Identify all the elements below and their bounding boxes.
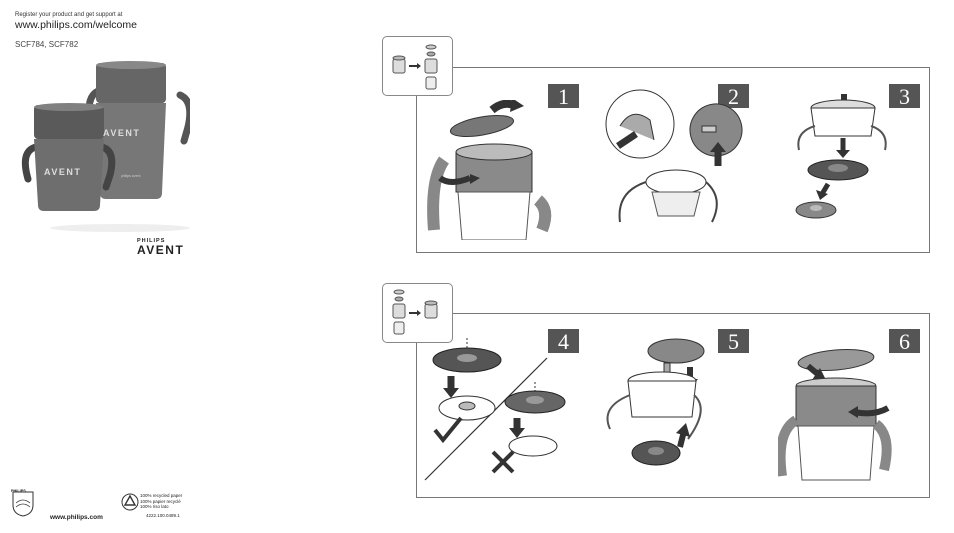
- brand-avent: AVENT: [137, 243, 185, 257]
- step-2-illustration: [605, 89, 743, 223]
- recycle-line: 100% riso lato: [140, 504, 169, 509]
- cup-logo-front: AVENT: [44, 167, 82, 177]
- brand-philips: PHILIPS: [137, 238, 166, 244]
- check-icon: [433, 416, 463, 444]
- recycle-icon: [121, 493, 139, 511]
- shield-philips-label: PHILIPS: [11, 489, 26, 493]
- step-number-4: 4: [548, 329, 579, 354]
- disassembly-diagram-icon: [392, 44, 438, 90]
- product-cups-image: [21, 61, 190, 232]
- welcome-url[interactable]: www.philips.com/welcome: [15, 19, 137, 31]
- recycle-line: 100% papier recyclé: [140, 498, 181, 504]
- step-3-illustration: [795, 94, 887, 219]
- philips-shield-icon: [12, 491, 34, 517]
- cross-icon: [491, 450, 515, 474]
- disassembly-thumbnail: [382, 36, 453, 96]
- footer-url[interactable]: www.philips.com: [50, 514, 103, 521]
- step-number-3: 3: [889, 84, 920, 109]
- assembly-thumbnail: [382, 283, 453, 343]
- assembly-diagram-icon: [392, 289, 438, 335]
- model-numbers: SCF784, SCF782: [15, 40, 79, 49]
- step-number-2: 2: [718, 84, 749, 109]
- philips-avent-brand: PHILIPS AVENT: [137, 238, 184, 257]
- cup-logo-back: AVENT: [103, 128, 141, 138]
- step-number-6: 6: [889, 329, 920, 354]
- step-1-illustration: [427, 100, 552, 240]
- step-5-illustration: [606, 338, 705, 466]
- register-text: Register your product and get support at: [15, 12, 123, 18]
- step-number-5: 5: [718, 329, 749, 354]
- recycle-line: 100% recycled paper: [140, 493, 183, 498]
- part-number: 4222.100.0489.1: [146, 513, 180, 518]
- step-4-illustration: [424, 338, 566, 481]
- step-6-illustration: [778, 349, 892, 481]
- step-number-1: 1: [548, 84, 579, 109]
- divider-line: [424, 357, 548, 481]
- cup-small-text: philips avent: [121, 174, 141, 178]
- recycle-text: 100% recycled paper 100% papier recyclé …: [140, 493, 182, 510]
